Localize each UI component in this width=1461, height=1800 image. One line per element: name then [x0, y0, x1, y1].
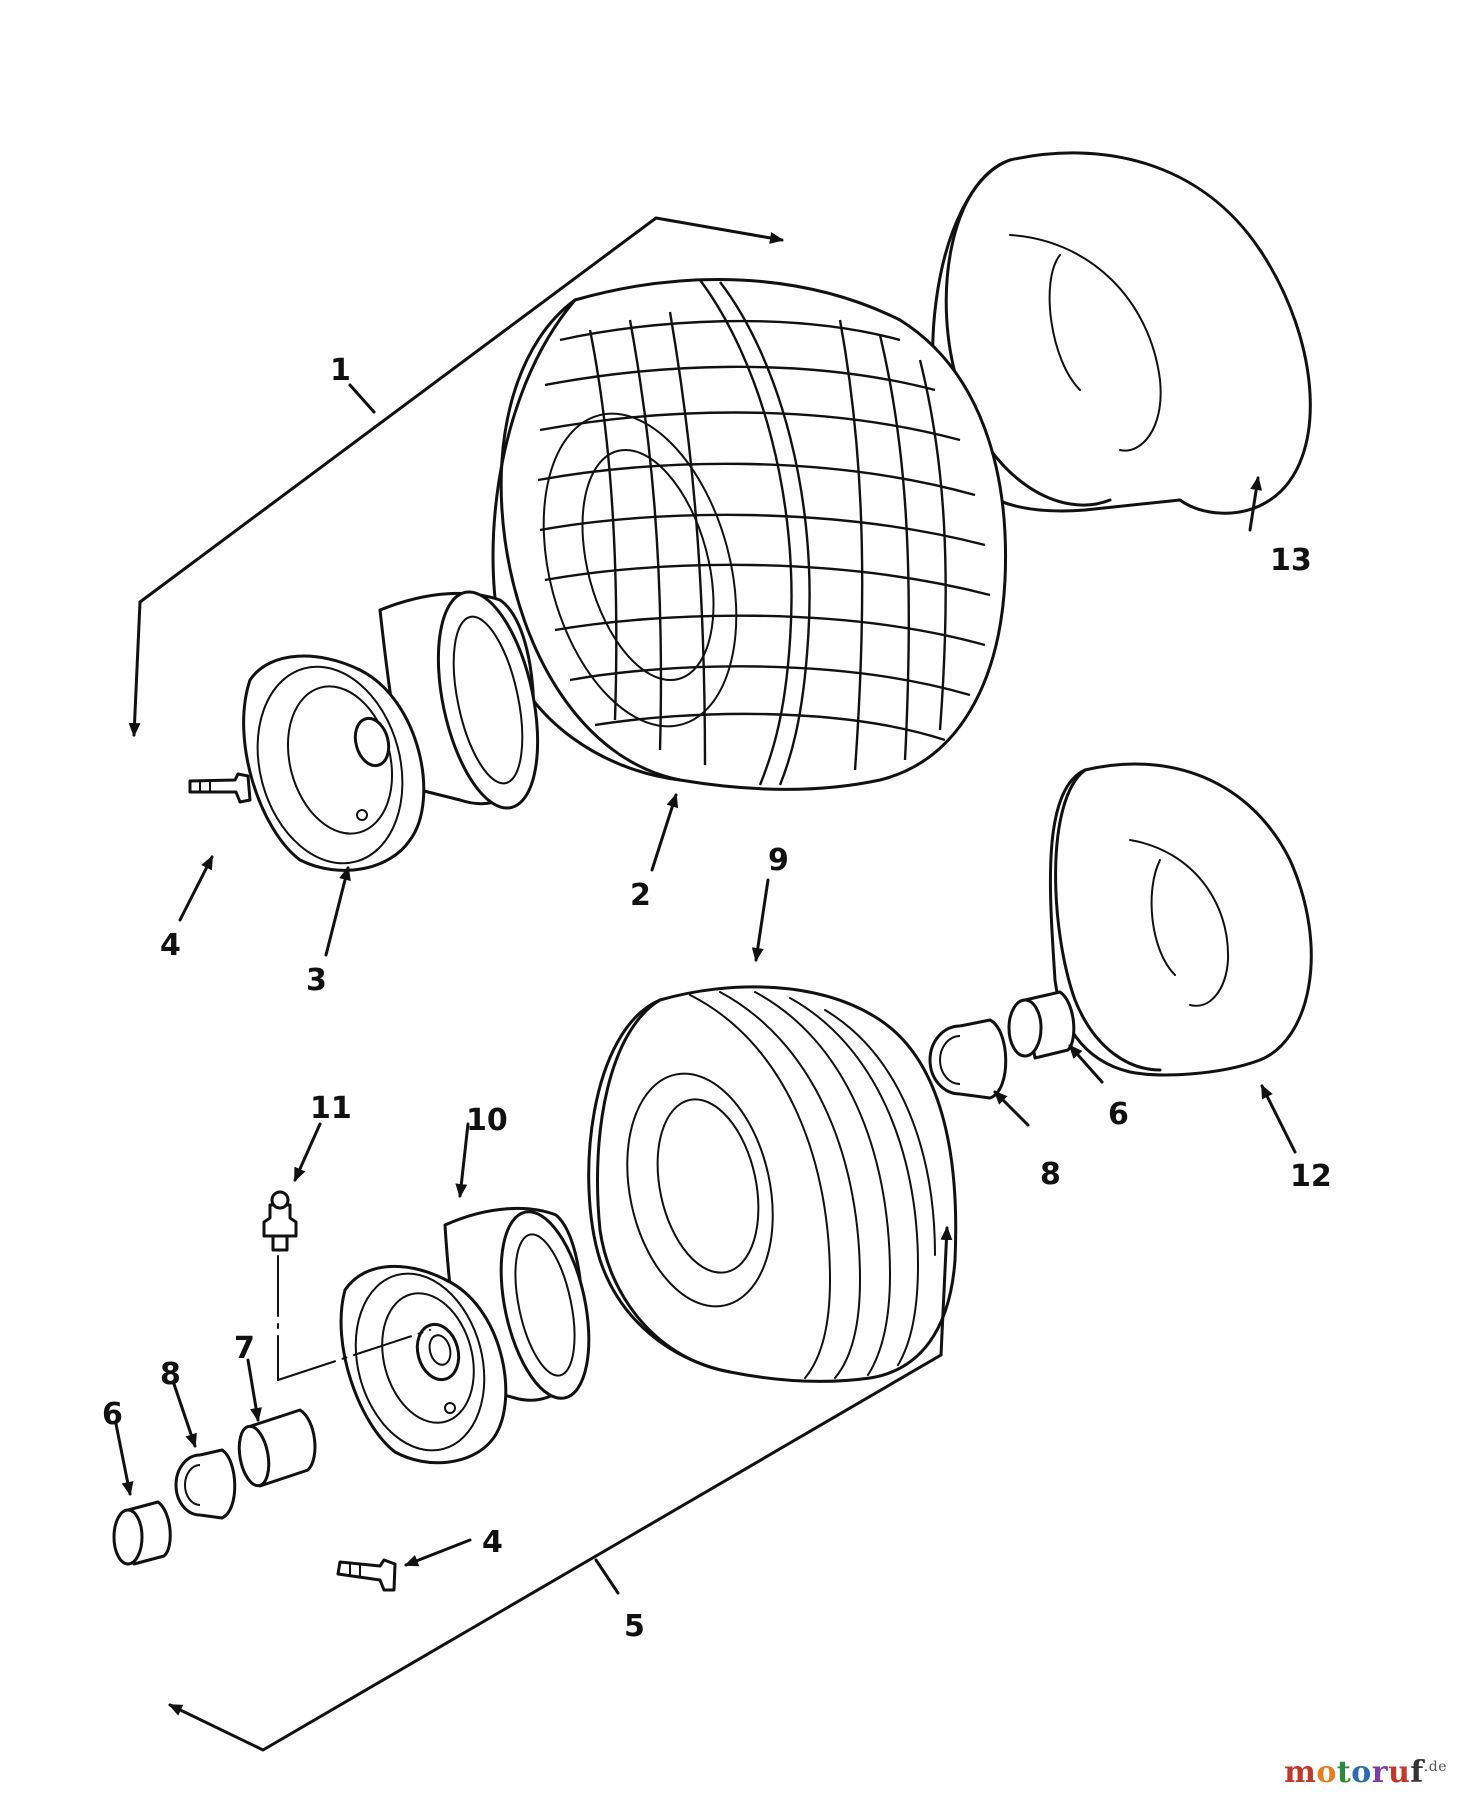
- spacer-7: [237, 1408, 317, 1488]
- callout-3: 3: [306, 963, 327, 998]
- callout-12: 12: [1290, 1159, 1332, 1194]
- tire-9: [587, 985, 958, 1383]
- callout-4a: 4: [160, 928, 181, 963]
- flange-bearing-8-right: [928, 1018, 1008, 1100]
- inner-tube-12: [1048, 762, 1313, 1077]
- assembly-bracket-1: [128, 216, 784, 737]
- assembly-bracket-5: [168, 1226, 953, 1752]
- bushing-6-left: [112, 1500, 172, 1566]
- rim-3: [242, 590, 540, 872]
- bushing-6-right: [1007, 990, 1076, 1060]
- tire-2: [491, 278, 1008, 791]
- callout-8a: 8: [1040, 1157, 1061, 1192]
- valve-stem-4-lower: [336, 1558, 397, 1592]
- callout-9: 9: [768, 843, 789, 878]
- leader-arrows: [114, 476, 1297, 1567]
- callout-6a: 6: [1108, 1097, 1129, 1132]
- callout-5: 5: [624, 1609, 645, 1644]
- callout-13: 13: [1270, 543, 1312, 578]
- callout-6b: 6: [102, 1397, 123, 1432]
- callout-labels: 1 13 2 3 4 9 11 10 6 8 12 7 8 6 4 5: [102, 353, 1332, 1644]
- rim-10: [339, 1207, 591, 1465]
- callout-4b: 4: [482, 1525, 503, 1560]
- callout-10: 10: [466, 1103, 508, 1138]
- callout-2: 2: [630, 878, 651, 913]
- valve-stem-4-upper: [188, 772, 252, 804]
- callout-11: 11: [310, 1091, 352, 1126]
- callout-7: 7: [234, 1331, 255, 1366]
- flange-bearing-8-left: [174, 1448, 237, 1520]
- watermark-logo: motoruf.de: [1284, 1755, 1447, 1790]
- callout-8b: 8: [160, 1357, 181, 1392]
- grease-fitting-11: [262, 1190, 431, 1381]
- callout-1: 1: [330, 353, 351, 388]
